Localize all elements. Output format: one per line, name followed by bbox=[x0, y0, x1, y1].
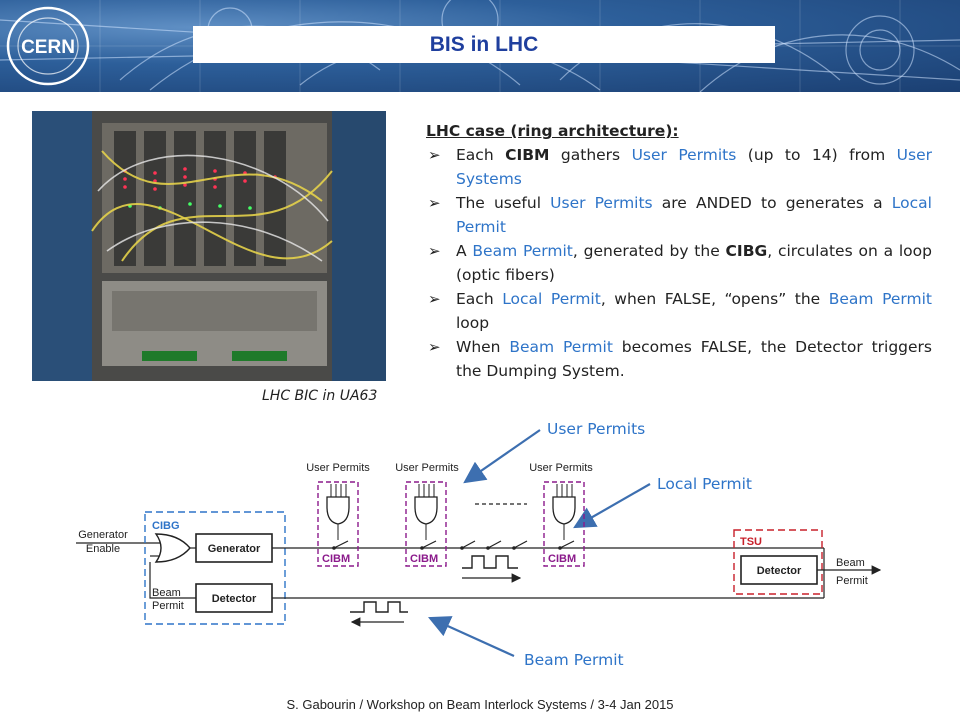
and-gate-icon bbox=[326, 496, 350, 525]
cibg-box bbox=[144, 511, 286, 625]
bullet-text-part: When bbox=[456, 338, 510, 356]
bullet-text-part: Beam Permit bbox=[472, 242, 573, 260]
detector-box-cibg bbox=[195, 583, 273, 613]
local-permit-pointer bbox=[573, 483, 651, 529]
pulse-train-bottom bbox=[350, 601, 408, 613]
bullet-arrow-icon: ➢ bbox=[428, 242, 441, 260]
bullet-text-part: loop bbox=[456, 314, 490, 332]
detector-label-tsu: Detector bbox=[757, 565, 802, 577]
cibm-label-3: CIBM bbox=[548, 553, 576, 565]
bullet-text-part: , generated by the bbox=[572, 242, 726, 260]
photo-caption: LHC BIC in UA63 bbox=[262, 388, 378, 404]
content-block: LHC case (ring architecture): ➢ Each CIBM… bbox=[426, 119, 932, 383]
bullet-text-part: are ANDED to generates a bbox=[652, 194, 892, 212]
bullet-arrow-icon: ➢ bbox=[428, 146, 441, 164]
bullet-item: ➢ Each Local Permit, when FALSE, “opens” … bbox=[426, 287, 932, 335]
bullet-list: ➢ Each CIBM gathers User Permits (up to 1… bbox=[426, 143, 932, 383]
cibm-unit-2: User Permits CIBM bbox=[395, 462, 459, 567]
bullet-arrow-icon: ➢ bbox=[428, 194, 441, 212]
tsu-box bbox=[733, 529, 823, 595]
callout-user-permits: User Permits bbox=[547, 420, 646, 438]
user-permits-label-3: User Permits bbox=[529, 462, 593, 474]
bullet-text-part: A bbox=[456, 242, 473, 260]
bullet-arrow-icon: ➢ bbox=[428, 290, 441, 308]
bullet-text-part: Beam Permit bbox=[509, 338, 613, 356]
bullet-text-part: User Permits bbox=[631, 146, 737, 164]
bullet-text-part: CIBM bbox=[505, 146, 550, 164]
bullet-text-part: CIBG bbox=[725, 242, 768, 260]
generator-box bbox=[195, 533, 273, 563]
generator-enable-line1: Generator bbox=[78, 529, 128, 541]
cibm-label-2: CIBM bbox=[410, 553, 438, 565]
bullet-item: ➢ When Beam Permit becomes FALSE, the Det… bbox=[426, 335, 932, 383]
detector-label-cibg: Detector bbox=[212, 593, 257, 605]
generator-enable-line2: Enable bbox=[86, 543, 120, 555]
bullet-text-part: , circulates on a loop (optic fibers) bbox=[456, 242, 932, 284]
bullet-text-part: User Permits bbox=[550, 194, 653, 212]
bullet-text-part: (up to 14) from bbox=[736, 146, 897, 164]
bullet-text-part: becomes FALSE, the Detector triggers the… bbox=[456, 338, 932, 380]
pulse-train-top bbox=[462, 555, 518, 569]
bullet-text-part: Beam Permit bbox=[828, 290, 932, 308]
bullet-item: ➢ A Beam Permit, generated by the CIBG, c… bbox=[426, 239, 932, 287]
user-permits-label-1: User Permits bbox=[306, 462, 370, 474]
beam-permit-pointer bbox=[427, 616, 515, 658]
bullet-text-part: The useful bbox=[456, 194, 551, 212]
callout-beam-permit: Beam Permit bbox=[524, 651, 624, 669]
cibm-unit-1: User Permits CIBM bbox=[306, 462, 370, 567]
open-switches bbox=[460, 540, 528, 550]
beam-permit-out-line2: Permit bbox=[836, 575, 868, 587]
beam-permit-in-line1: Beam bbox=[152, 587, 181, 599]
detector-box-tsu bbox=[740, 555, 818, 585]
bullet-text-part: Each bbox=[456, 146, 506, 164]
cibm-label-1: CIBM bbox=[322, 553, 350, 565]
bullet-text-part: , when FALSE, “opens” the bbox=[600, 290, 829, 308]
rack-photo bbox=[32, 111, 386, 381]
bullet-text-part: User Systems bbox=[456, 146, 932, 188]
bullet-text-part: Each bbox=[456, 290, 503, 308]
bullet-item: ➢ Each CIBM gathers User Permits (up to 1… bbox=[426, 143, 932, 191]
page-title: BIS in LHC bbox=[429, 32, 539, 56]
callout-local-permit: Local Permit bbox=[657, 475, 753, 493]
logo-text: CERN bbox=[21, 37, 75, 58]
cibg-label: CIBG bbox=[152, 520, 180, 532]
beam-permit-in-line2: Permit bbox=[152, 600, 184, 612]
header-banner: CERN BIS in LHC bbox=[0, 0, 960, 92]
bullet-arrow-icon: ➢ bbox=[428, 338, 441, 356]
beam-permit-out-line1: Beam bbox=[836, 557, 865, 569]
section-heading: LHC case (ring architecture): bbox=[426, 122, 679, 140]
bis-diagram: Generator Enable CIBG Generator Beam Per… bbox=[76, 429, 882, 658]
bullet-text-part: Local Permit bbox=[456, 194, 932, 236]
title-box: BIS in LHC bbox=[193, 26, 775, 63]
bullet-item: ➢ The useful User Permits are ANDED to ge… bbox=[426, 191, 932, 239]
cern-logo: CERN bbox=[6, 6, 90, 86]
and-gate-icon bbox=[414, 496, 438, 525]
user-permits-label-2: User Permits bbox=[395, 462, 459, 474]
cibm-unit-3: User Permits CIBM bbox=[529, 462, 593, 567]
bullet-text-part: Local Permit bbox=[502, 290, 601, 308]
generator-label: Generator bbox=[208, 543, 261, 555]
user-permits-pointer bbox=[463, 429, 541, 484]
footer-text: S. Gabourin / Workshop on Beam Interlock… bbox=[286, 697, 674, 712]
bullet-text-part: gathers bbox=[549, 146, 632, 164]
and-gate-icon bbox=[552, 496, 576, 525]
tsu-label: TSU bbox=[740, 536, 762, 548]
or-gate-icon bbox=[154, 533, 191, 563]
